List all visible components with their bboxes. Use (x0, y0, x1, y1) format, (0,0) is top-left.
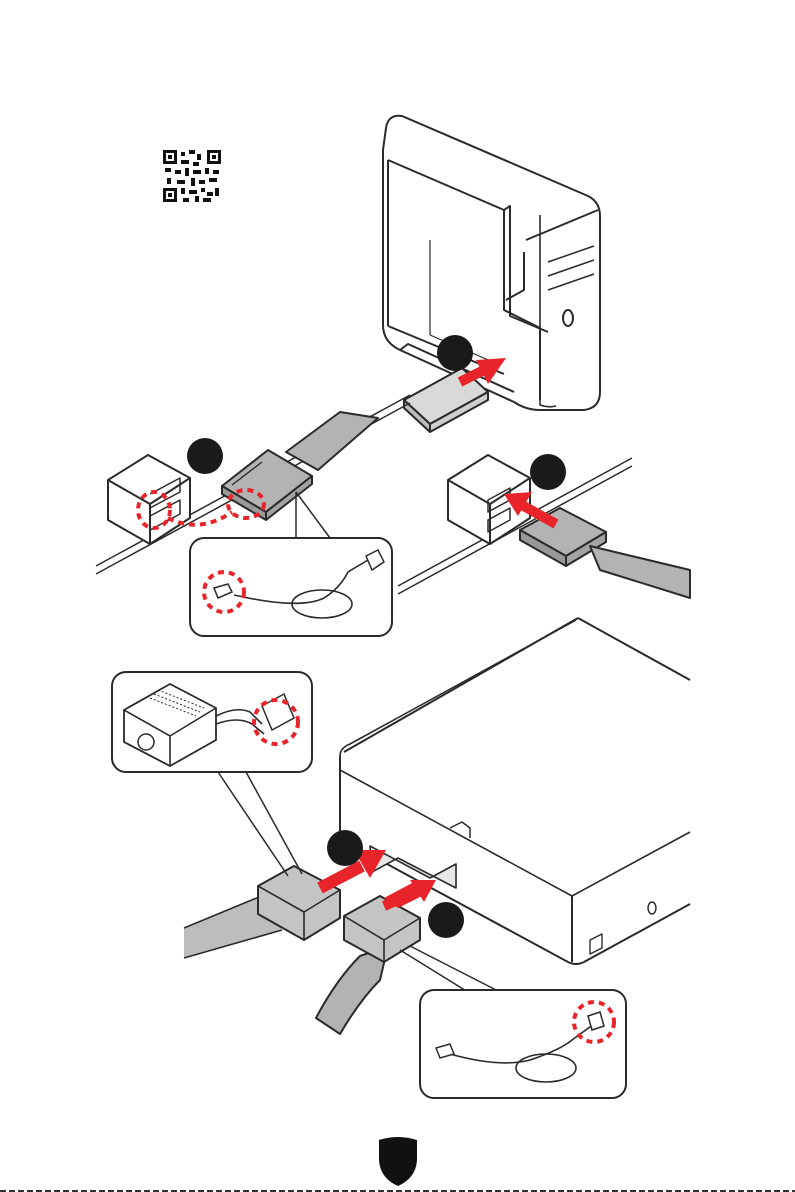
step-2-badge (187, 438, 223, 474)
step-3-badge (530, 454, 566, 490)
step-5-badge (428, 902, 464, 938)
inset-psu (112, 672, 312, 772)
inset-sata-cable-2 (420, 990, 626, 1098)
step-4-badge (327, 830, 363, 866)
step-1-badge (437, 335, 473, 371)
data-arrow (384, 892, 416, 906)
power-data-cables (184, 866, 430, 1034)
qr-code-icon[interactable] (163, 150, 221, 202)
msi-shield-icon (379, 1137, 417, 1186)
power-arrow (320, 866, 362, 888)
inset-sata-cable (190, 538, 392, 636)
